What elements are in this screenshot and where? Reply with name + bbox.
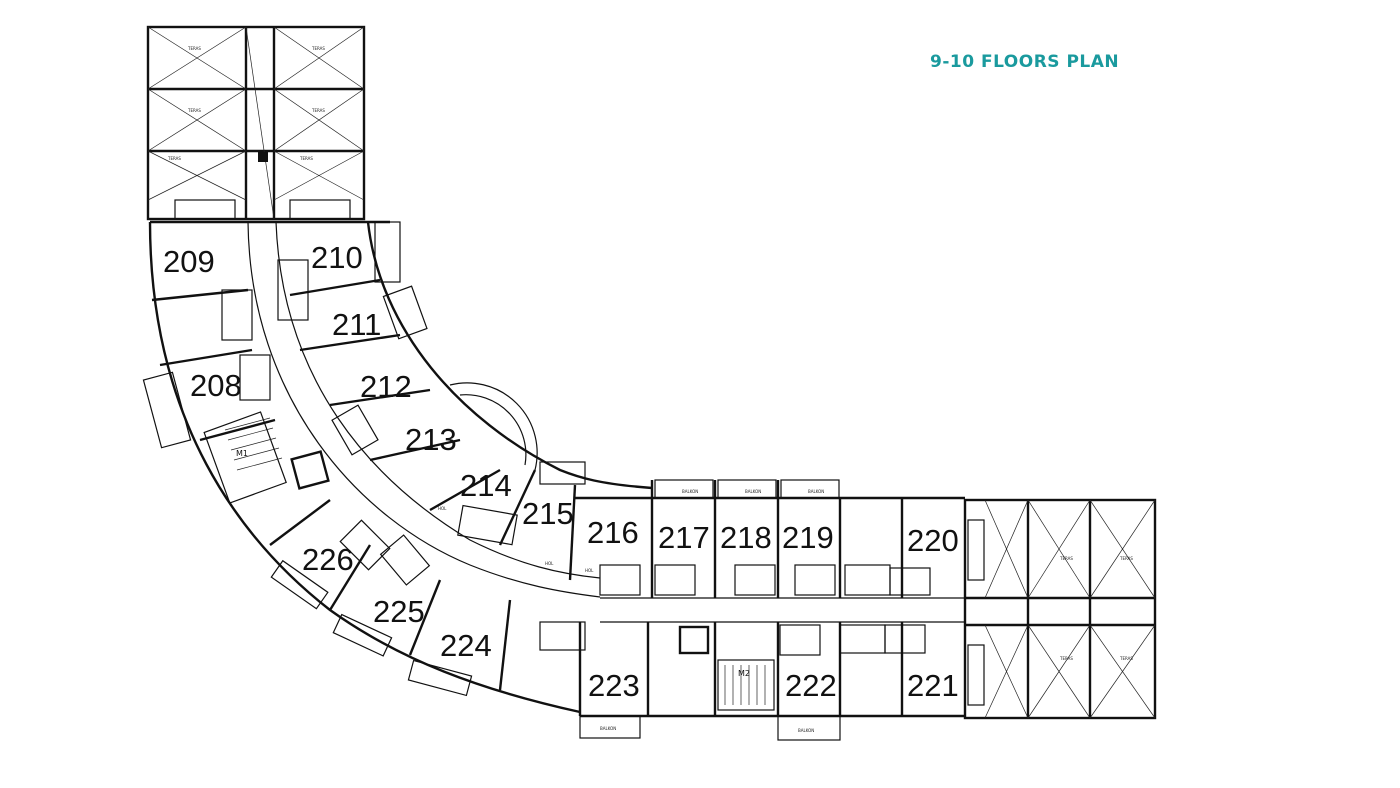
terrace-label: TERAS <box>187 46 201 51</box>
terrace-label: TERAS <box>311 108 325 113</box>
room-number-215: 215 <box>522 496 574 531</box>
stair-label: M1 <box>236 449 248 458</box>
terrace-block-top: TERAS TERAS TERAS TERAS TERAS TERAS <box>146 25 366 221</box>
stair-m1: M1 <box>224 417 283 471</box>
room-number-212: 212 <box>360 369 412 404</box>
stair-m2: M2 <box>717 659 775 711</box>
room-number-217: 217 <box>658 520 710 555</box>
hall-label: HOL <box>545 561 554 566</box>
room-number-208: 208 <box>190 368 242 403</box>
room-number-223: 223 <box>588 668 640 703</box>
balcony-label: BALKON <box>798 728 814 733</box>
room-number-225: 225 <box>373 594 425 629</box>
straight-wing: M2 HOL HOL HOL BALKON BALKON BALKON BALK… <box>221 259 965 741</box>
room-numbers: 209 210 211 208 212 213 214 215 216 217 … <box>163 240 959 703</box>
stair-label: M2 <box>738 669 750 678</box>
terrace-label: TERAS <box>167 156 181 161</box>
terrace-label: TERAS <box>187 108 201 113</box>
room-number-226: 226 <box>302 542 354 577</box>
room-number-214: 214 <box>460 468 512 503</box>
terrace-label: TERAS <box>1059 556 1073 561</box>
terrace-label: TERAS <box>299 156 313 161</box>
room-number-221: 221 <box>907 668 959 703</box>
room-number-213: 213 <box>405 422 457 457</box>
room-number-219: 219 <box>782 520 834 555</box>
balcony-label: BALKON <box>745 489 761 494</box>
terrace-label: TERAS <box>1119 556 1133 561</box>
room-number-216: 216 <box>587 515 639 550</box>
terrace-label: TERAS <box>311 46 325 51</box>
hall-label: HOL <box>585 568 594 573</box>
terrace-label: TERAS <box>1059 656 1073 661</box>
terrace-block-right: TERAS TERAS TERAS TERAS <box>963 498 1157 720</box>
room-number-218: 218 <box>720 520 772 555</box>
plan-title: 9-10 FLOORS PLAN <box>930 52 1120 72</box>
room-number-222: 222 <box>785 668 837 703</box>
hall-label: HOL <box>438 506 447 511</box>
terrace-label: TERAS <box>1119 656 1133 661</box>
balcony-label: BALKON <box>808 489 824 494</box>
balcony-label: BALKON <box>682 489 698 494</box>
balcony-label: BALKON <box>600 726 616 731</box>
curved-wing: M1 <box>142 220 653 714</box>
room-number-209: 209 <box>163 244 215 279</box>
room-number-220: 220 <box>907 523 959 558</box>
room-number-211: 211 <box>332 307 381 342</box>
room-number-210: 210 <box>311 240 363 275</box>
room-number-224: 224 <box>440 628 492 663</box>
